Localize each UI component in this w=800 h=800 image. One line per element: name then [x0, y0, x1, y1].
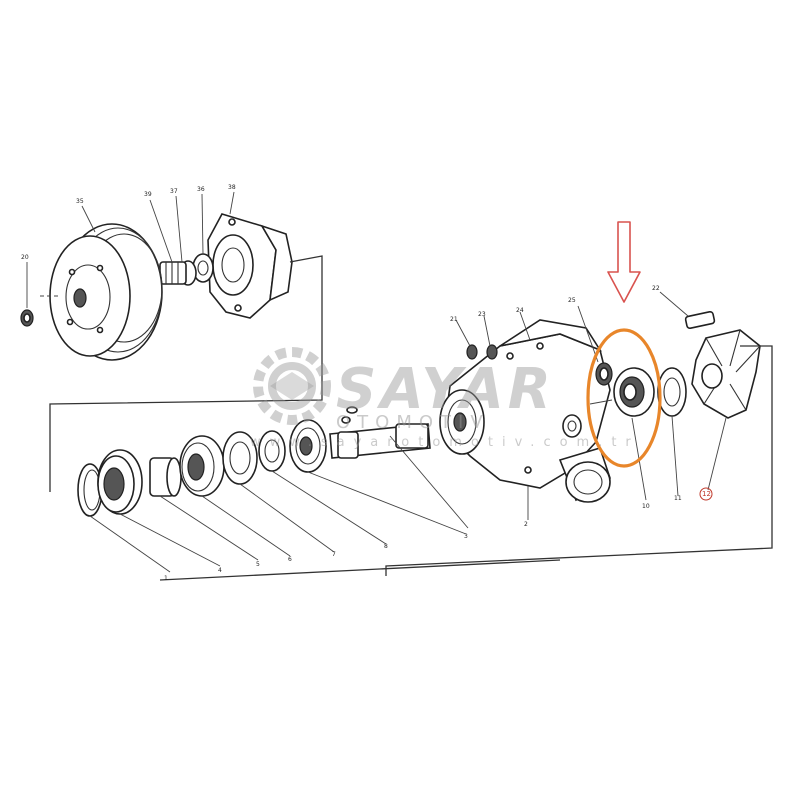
callout-11: 11	[674, 495, 682, 502]
callout-10: 10	[642, 503, 650, 510]
callout-38a: 39	[144, 191, 152, 198]
watermark-subtitle: OTOMOTIV	[336, 412, 490, 433]
callout-leaders	[89, 435, 469, 573]
callout-2: 2	[524, 521, 528, 528]
callout-12: 12	[702, 490, 711, 498]
watermark-title: SAYAR	[336, 357, 555, 422]
callout-5: 5	[256, 561, 260, 568]
callout-12-ring	[699, 487, 713, 501]
highlight-oval	[586, 328, 662, 468]
spacer-sleeve	[149, 457, 182, 497]
callout-21b: 24	[516, 307, 524, 314]
assembly-bracket-top	[49, 255, 323, 492]
drain-plug	[659, 291, 716, 330]
inner-bearing	[179, 435, 225, 497]
seal-bearing	[289, 419, 327, 473]
lock-nut	[20, 262, 34, 327]
watermark-url: www.sayarotomotiv.com.tr	[250, 435, 640, 450]
hub-stud	[159, 261, 187, 285]
callout-21: 21	[450, 316, 458, 323]
flange-plate	[207, 213, 293, 319]
pulley	[49, 223, 163, 361]
callout-25: 25	[568, 297, 576, 304]
watermark: SAYAR OTOMOTIV www.sayarotomotiv.com.tr	[250, 347, 640, 450]
callout-4: 4	[218, 567, 222, 574]
pulley-assembly	[20, 191, 293, 361]
callout-35: 35	[76, 198, 84, 205]
seal-ring	[657, 367, 687, 497]
callout-23: 23	[478, 311, 486, 318]
watermark-gear-icon	[253, 347, 331, 425]
bearing-stack	[77, 406, 431, 517]
callout-7: 7	[332, 551, 336, 558]
callout-labels: 35 39 37 36 38 20 21 23 24 25 22 1 4 5 6…	[21, 184, 711, 582]
callout-3: 3	[464, 533, 468, 540]
impeller	[691, 329, 761, 491]
callout-36: 36	[197, 186, 205, 193]
baseline-rail	[159, 559, 561, 581]
callout-20: 20	[21, 254, 29, 261]
callout-37: 37	[170, 188, 178, 195]
callout-1: 1	[164, 575, 168, 582]
outer-bearing	[97, 449, 143, 515]
callout-38: 38	[228, 184, 236, 191]
pump-shaft	[329, 406, 431, 459]
callout-6: 6	[288, 556, 292, 563]
callout-8: 8	[384, 543, 388, 550]
highlight-arrow-icon	[607, 221, 641, 303]
oil-seal	[222, 431, 258, 485]
callout-22: 22	[652, 285, 660, 292]
pump-housing	[439, 311, 611, 520]
